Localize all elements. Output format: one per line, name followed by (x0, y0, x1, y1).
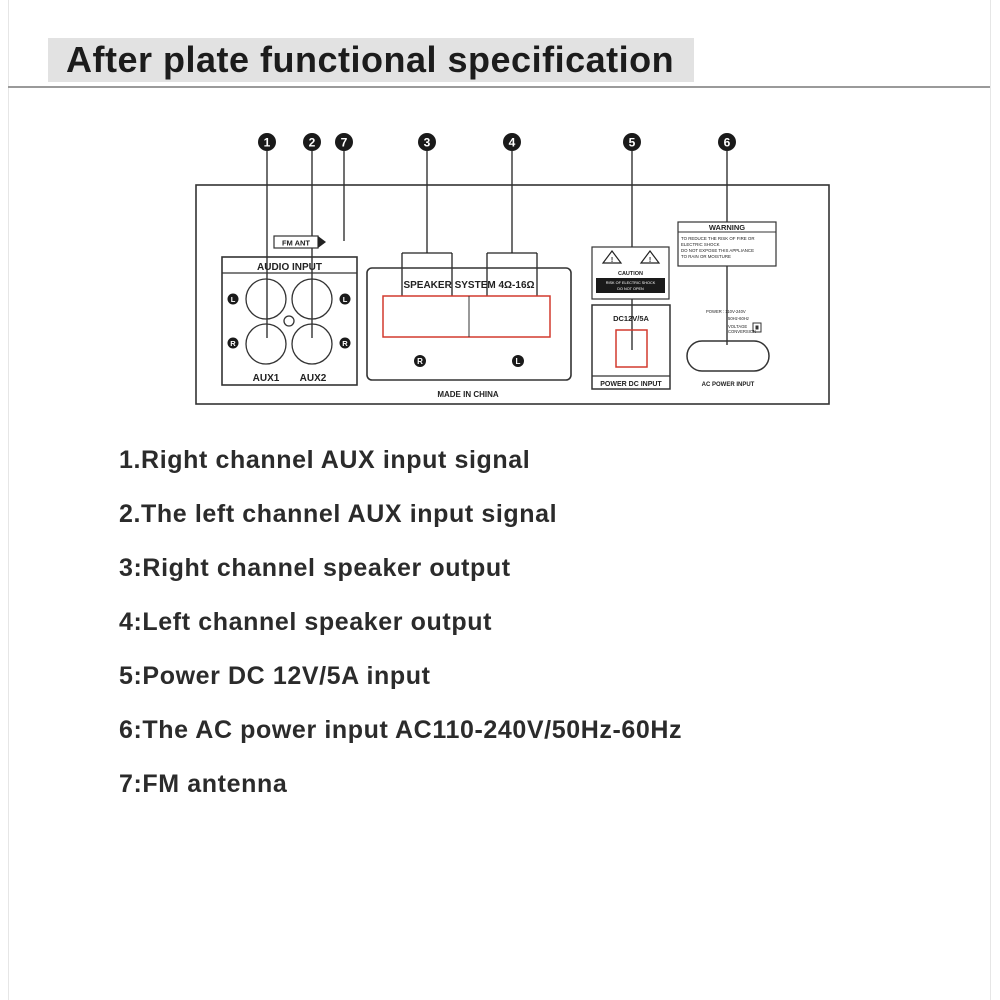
svg-text:SPEAKER SYSTEM 4Ω-16Ω: SPEAKER SYSTEM 4Ω-16Ω (403, 280, 534, 291)
svg-text:AC POWER INPUT: AC POWER INPUT (702, 382, 755, 388)
audio-input-block: AUDIO INPUT L L R R AUX1 AUX2 (221, 256, 358, 386)
dc-power-socket[interactable] (615, 329, 648, 368)
ac-power-socket[interactable] (686, 340, 770, 372)
svg-text:DC12V/5A: DC12V/5A (613, 314, 649, 323)
svg-text:POWER DC INPUT: POWER DC INPUT (600, 381, 662, 388)
aux2-right-jack[interactable] (291, 323, 333, 365)
svg-text:POWER : 110V-240V: POWER : 110V-240V (706, 309, 746, 314)
fm-antenna-connector: FM ANT (273, 235, 326, 249)
rear-panel-outline (195, 184, 830, 405)
right-border-line (990, 0, 991, 1000)
svg-text:L: L (516, 357, 521, 366)
callout-marker-5: 5 (623, 133, 641, 151)
svg-text:L: L (231, 295, 236, 304)
caution-label: ! ! CAUTION RISK OF ELECTRIC SHOCK DO NO… (591, 246, 670, 300)
title-background (48, 38, 694, 82)
svg-text:DO NOT OPEN: DO NOT OPEN (617, 287, 644, 291)
spec-item-4: 4:Left channel speaker output (119, 608, 493, 636)
channel-label-l-right: L (339, 293, 351, 305)
svg-text:!: ! (649, 257, 651, 264)
svg-text:FM ANT: FM ANT (282, 239, 310, 248)
aux1-left-jack[interactable] (245, 278, 287, 320)
voltage-switch[interactable] (752, 322, 762, 333)
svg-text:7: 7 (341, 136, 348, 150)
svg-text:CONVERSION: CONVERSION (728, 329, 756, 334)
spec-item-7: 7:FM antenna (119, 770, 288, 798)
spec-item-1: 1.Right channel AUX input signal (119, 446, 531, 474)
svg-text:WARNING: WARNING (709, 223, 745, 232)
page-title: After plate functional specification (66, 39, 675, 80)
aux1-right-jack[interactable] (245, 323, 287, 365)
spec-item-6: 6:The AC power input AC110-240V/50Hz-60H… (119, 716, 683, 744)
svg-text:1: 1 (264, 136, 271, 150)
spec-item-3: 3:Right channel speaker output (119, 554, 511, 582)
speaker-system-block: SPEAKER SYSTEM 4Ω-16Ω R L (366, 267, 572, 381)
svg-text:TO RAIN OR MOISTURE: TO RAIN OR MOISTURE (681, 254, 731, 259)
svg-text:R: R (230, 339, 236, 348)
svg-text:ELECTRIC SHOCK: ELECTRIC SHOCK (681, 242, 720, 247)
svg-text:2: 2 (309, 136, 316, 150)
warning-triangle-icon (601, 250, 623, 264)
rear-panel-diagram: 1 2 7 3 4 5 6 (195, 133, 830, 405)
svg-text:!: ! (611, 257, 613, 264)
callout-marker-4: 4 (503, 133, 521, 151)
specification-list: 1.Right channel AUX input signal 2.The l… (119, 440, 682, 818)
ac-power-block: POWER : 110V-240V 50Hz-60Hz VOLTAGE CONV… (686, 309, 770, 388)
svg-text:VOLTAGE: VOLTAGE (728, 324, 747, 329)
speaker-label-l: L (512, 355, 524, 367)
made-in-label: MADE IN CHINA (437, 390, 499, 399)
callout-marker-2: 2 (303, 133, 321, 151)
svg-text:6: 6 (724, 136, 731, 150)
svg-text:TO REDUCE THE RISK OF FIRE OR: TO REDUCE THE RISK OF FIRE OR (681, 236, 755, 241)
callout-marker-7: 7 (335, 133, 353, 151)
svg-text:3: 3 (424, 136, 431, 150)
callout-marker-6: 6 (718, 133, 736, 151)
audio-input-screw (283, 315, 295, 327)
spec-item-5: 5:Power DC 12V/5A input (119, 662, 431, 690)
spec-item-2: 2.The left channel AUX input signal (119, 500, 558, 528)
svg-text:R: R (417, 357, 423, 366)
speaker-label-r: R (414, 355, 426, 367)
aux1-label: AUX1 (253, 373, 280, 384)
title-underline (8, 86, 990, 88)
callout-marker-1: 1 (258, 133, 276, 151)
channel-label-r-left: R (227, 337, 239, 349)
warning-triangle-icon (639, 250, 661, 264)
svg-text:CAUTION: CAUTION (618, 271, 643, 277)
warning-label: WARNING TO REDUCE THE RISK OF FIRE OR EL… (677, 221, 777, 267)
aux2-label: AUX2 (300, 373, 327, 384)
aux2-left-jack[interactable] (291, 278, 333, 320)
svg-text:50Hz-60Hz: 50Hz-60Hz (728, 316, 749, 321)
svg-text:AUDIO INPUT: AUDIO INPUT (257, 262, 322, 273)
svg-text:L: L (343, 295, 348, 304)
svg-text:RISK OF ELECTRIC SHOCK: RISK OF ELECTRIC SHOCK (606, 281, 656, 285)
speaker-terminal-strip[interactable] (382, 295, 551, 338)
svg-text:5: 5 (629, 136, 636, 150)
channel-label-r-right: R (339, 337, 351, 349)
svg-text:R: R (342, 339, 348, 348)
left-border-line (8, 0, 9, 1000)
svg-text:4: 4 (509, 136, 516, 150)
channel-label-l-left: L (227, 293, 239, 305)
callout-marker-3: 3 (418, 133, 436, 151)
svg-text:DO NOT EXPOSE THIS APPLIANCE: DO NOT EXPOSE THIS APPLIANCE (681, 248, 754, 253)
dc-input-block: DC12V/5A POWER DC INPUT (591, 304, 671, 390)
